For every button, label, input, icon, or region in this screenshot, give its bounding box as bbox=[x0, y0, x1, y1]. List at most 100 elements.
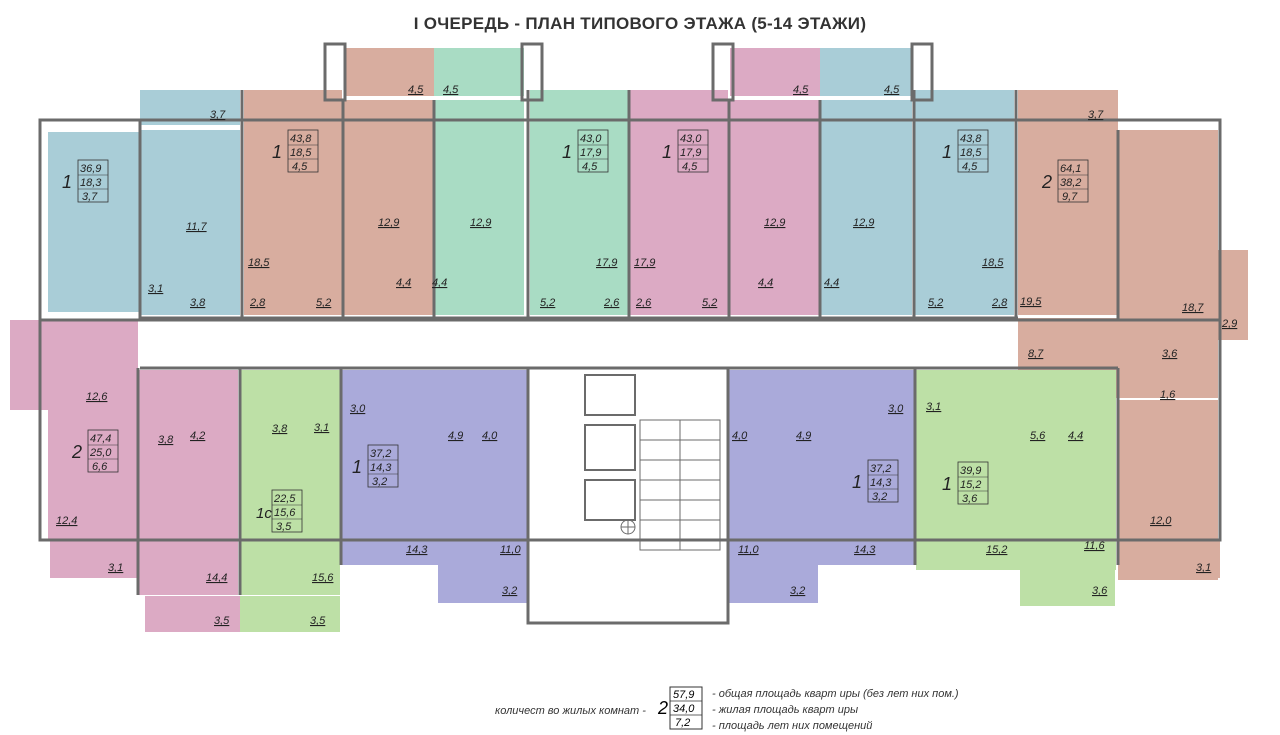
apartment-total-area: 36,9 bbox=[80, 163, 101, 175]
room-area-label: 4,4 bbox=[1068, 430, 1083, 442]
room-area-label: 4,4 bbox=[758, 277, 773, 289]
legend-sample-total: 57,9 bbox=[673, 689, 694, 701]
room-area-label: 11,0 bbox=[738, 544, 759, 556]
room-area-label: 5,6 bbox=[1030, 430, 1046, 442]
room-area-label: 12,9 bbox=[470, 217, 491, 229]
apt-a9-area bbox=[342, 370, 528, 565]
apartment-loggia-area: 4,5 bbox=[292, 161, 308, 173]
apartment-total-area: 43,0 bbox=[680, 133, 702, 145]
staircase bbox=[620, 419, 721, 551]
legend-sample-box: 2 57,9 34,0 7,2 bbox=[657, 686, 703, 730]
apartment-total-area: 39,9 bbox=[960, 465, 981, 477]
room-area-label: 3,5 bbox=[310, 615, 326, 627]
apartment-living-area: 18,5 bbox=[290, 147, 312, 159]
apt-a11-loggia bbox=[1020, 570, 1115, 606]
apartment-living-area: 25,0 bbox=[89, 447, 112, 459]
apartment-label-a4: 143,017,94,5 bbox=[662, 129, 709, 173]
room-area-label: 3,1 bbox=[108, 562, 123, 574]
apartment-total-area: 47,4 bbox=[90, 433, 111, 445]
apartment-living-area: 14,3 bbox=[370, 462, 392, 474]
apartment-loggia-area: 4,5 bbox=[682, 161, 698, 173]
apt-a6b-loggia bbox=[1130, 540, 1220, 578]
apt-a10-loggia bbox=[728, 565, 818, 603]
apartment-label-box bbox=[957, 129, 989, 173]
room-area-label: 3,5 bbox=[214, 615, 230, 627]
apartment-living-area: 38,2 bbox=[1060, 177, 1081, 189]
apartment-label-a6: 264,138,29,7 bbox=[1041, 159, 1089, 203]
apartment-living-area: 17,9 bbox=[580, 147, 601, 159]
room-area-label: 3,1 bbox=[314, 422, 329, 434]
room-area-label: 14,3 bbox=[406, 544, 428, 556]
apartment-label-a3: 143,017,94,5 bbox=[562, 129, 609, 173]
apartment-label-box bbox=[577, 129, 609, 173]
apartment-living-area: 18,5 bbox=[960, 147, 982, 159]
apartment-label-box bbox=[367, 444, 399, 488]
room-area-label: 2,9 bbox=[1221, 318, 1237, 330]
apartment-label-a10: 137,214,33,2 bbox=[852, 459, 899, 503]
room-area-label: 5,2 bbox=[316, 297, 331, 309]
apartment-total-area: 43,8 bbox=[960, 133, 982, 145]
room-area-label: 5,2 bbox=[928, 297, 943, 309]
room-area-label: 12,0 bbox=[1150, 515, 1172, 527]
room-area-label: 4,5 bbox=[793, 84, 809, 96]
apartment-rooms: 1 bbox=[352, 457, 362, 477]
apartment-loggia-area: 3,7 bbox=[82, 191, 98, 203]
apartment-label-box bbox=[1057, 159, 1089, 203]
apartment-rooms: 1 bbox=[272, 142, 282, 162]
apt-a5-loggia bbox=[820, 48, 912, 96]
apt-a7-kitchen bbox=[138, 370, 238, 595]
room-area-label: 3,7 bbox=[210, 109, 226, 121]
apartment-label-box bbox=[87, 429, 119, 473]
apt-a8-loggia bbox=[240, 596, 340, 632]
room-area-label: 3,8 bbox=[190, 297, 206, 309]
apartment-total-area: 64,1 bbox=[1060, 163, 1081, 175]
apt-a10-area bbox=[728, 370, 914, 565]
legend-sample-living: 34,0 bbox=[673, 703, 695, 715]
apt-a3-loggia bbox=[434, 48, 524, 96]
room-area-label: 11,6 bbox=[1084, 540, 1105, 552]
apartment-loggia-area: 6,6 bbox=[92, 461, 108, 473]
corridor bbox=[140, 318, 1018, 368]
apartment-rooms: 1 bbox=[852, 472, 862, 492]
room-area-label: 3,1 bbox=[148, 283, 163, 295]
room-area-label: 12,9 bbox=[853, 217, 874, 229]
apt-a6-balcony bbox=[1218, 250, 1248, 340]
apt-a7-loggia bbox=[50, 540, 140, 578]
apartment-label-box bbox=[677, 129, 709, 173]
legend: количест во жилых комнат - 2 57,9 34,0 7… bbox=[0, 680, 1280, 732]
apartment-rooms: 1 bbox=[942, 142, 952, 162]
apartment-living-area: 14,3 bbox=[870, 477, 892, 489]
apt-a8-area bbox=[240, 370, 340, 595]
apartment-loggia-area: 4,5 bbox=[582, 161, 598, 173]
room-area-label: 12,9 bbox=[378, 217, 399, 229]
room-area-label: 14,3 bbox=[854, 544, 876, 556]
legend-sample-loggia: 7,2 bbox=[675, 717, 690, 729]
legend-line3: - площадь лет них помещений bbox=[712, 720, 873, 732]
legend-line1: - общая площадь кварт иры (без лет них п… bbox=[712, 688, 959, 700]
apt-a4-loggia bbox=[730, 48, 820, 96]
page-title: I ОЧЕРЕДЬ - ПЛАН ТИПОВОГО ЭТАЖА (5-14 ЭТ… bbox=[413, 14, 867, 33]
room-area-label: 11,0 bbox=[500, 544, 521, 556]
room-area-label: 4,5 bbox=[884, 84, 900, 96]
apartment-living-area: 18,3 bbox=[80, 177, 102, 189]
room-area-label: 3,2 bbox=[502, 585, 517, 597]
apartment-label-box bbox=[77, 159, 109, 203]
apartment-loggia-area: 4,5 bbox=[962, 161, 978, 173]
apartment-living-area: 15,2 bbox=[960, 479, 981, 491]
apartment-rooms: 1с bbox=[256, 505, 272, 522]
apartment-total-area: 43,0 bbox=[580, 133, 602, 145]
apartment-living-area: 15,6 bbox=[274, 507, 296, 519]
apartment-label-a9: 137,214,33,2 bbox=[352, 444, 399, 488]
apartment-loggia-area: 9,7 bbox=[1062, 191, 1078, 203]
apartment-label-a5: 1 43,8 18,5 4,5 bbox=[942, 129, 989, 173]
apartment-labels: 136,918,33,7143,818,54,5143,017,94,5143,… bbox=[62, 129, 1089, 533]
apt-a1-kitchen bbox=[140, 130, 240, 315]
room-area-label: 4,0 bbox=[482, 430, 498, 442]
apartment-loggia-area: 3,5 bbox=[276, 521, 292, 533]
room-area-label: 3,8 bbox=[158, 434, 174, 446]
room-area-label: 4,4 bbox=[432, 277, 447, 289]
apt-a7-balcony bbox=[10, 320, 50, 410]
apartment-total-area: 37,2 bbox=[370, 448, 391, 460]
apt-a7-loggia2 bbox=[145, 596, 240, 632]
apt-a4-kitchen bbox=[730, 100, 820, 315]
